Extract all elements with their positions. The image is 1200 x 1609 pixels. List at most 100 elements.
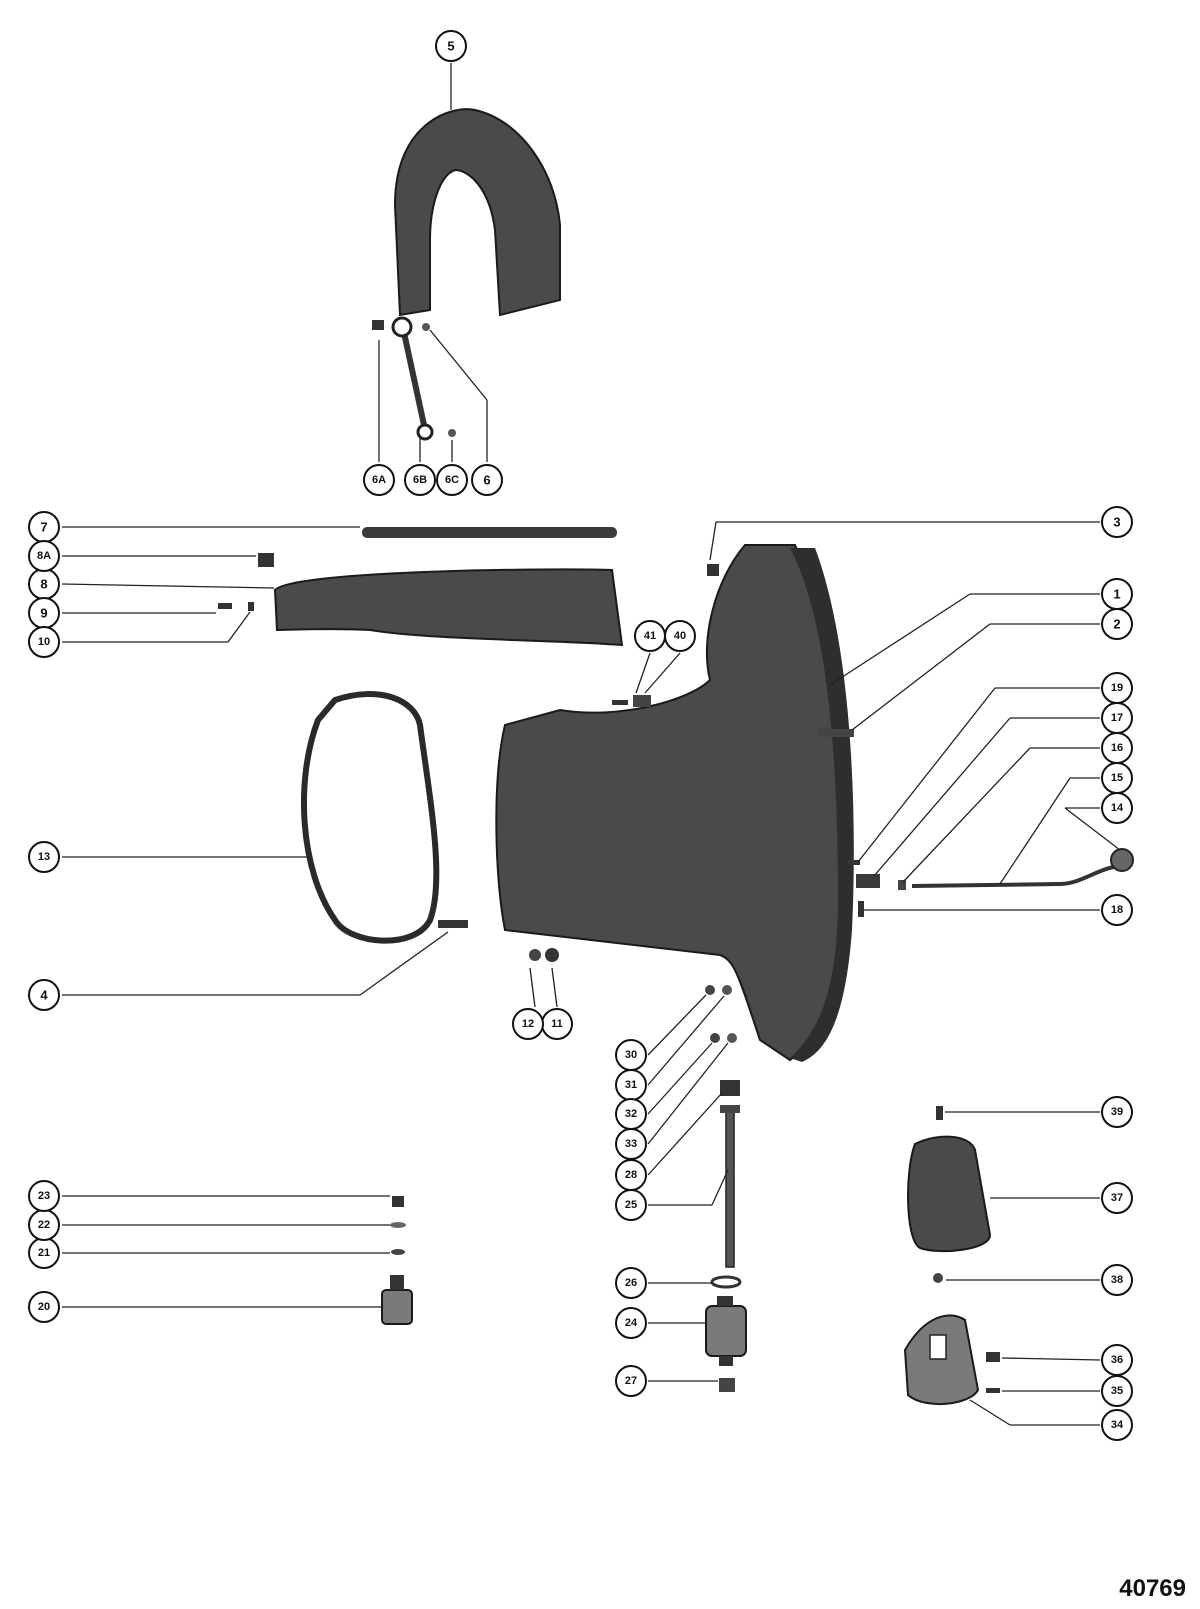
part-9-screw — [218, 603, 232, 609]
part-25-bolt — [725, 1111, 735, 1268]
callout-34: 34 — [1101, 1409, 1133, 1441]
callout-circle — [1101, 608, 1133, 640]
part-33-washer — [727, 1033, 737, 1043]
callout-circle — [28, 841, 60, 873]
leader-lines — [61, 63, 1121, 1426]
part-24-mount-stud-bottom — [719, 1356, 733, 1366]
part-22-washer — [390, 1222, 406, 1228]
callout-label: 1 — [1113, 587, 1120, 602]
part-6a-pin — [372, 320, 384, 330]
callout-label: 3 — [1113, 515, 1120, 530]
callout-circle — [1101, 1096, 1133, 1128]
callout-label: 18 — [1111, 904, 1123, 916]
part-stud-2 — [818, 729, 854, 737]
callout-label: 20 — [38, 1301, 50, 1313]
callout-label: 35 — [1111, 1385, 1123, 1397]
part-exhaust-tube-8 — [273, 568, 624, 647]
part-12-washer — [529, 949, 541, 961]
callout-30: 30 — [615, 1039, 647, 1071]
callout-5: 5 — [435, 30, 467, 62]
part-25-bolt-head — [720, 1105, 740, 1113]
callout-label: 11 — [551, 1018, 563, 1030]
part-exhaust-cover — [393, 108, 561, 317]
callout-label: 32 — [625, 1108, 637, 1120]
callout-label: 22 — [38, 1219, 50, 1231]
callout-8: 8 — [28, 568, 60, 600]
callout-circle — [615, 1267, 647, 1299]
part-20-mount-stud — [390, 1275, 404, 1290]
callout-label: 19 — [1111, 682, 1123, 694]
part-26-washer — [710, 1275, 742, 1289]
part-19-pin — [848, 860, 860, 865]
part-link-eye-bottom — [416, 423, 434, 441]
part-39-screw — [936, 1106, 943, 1120]
part-8a-nut — [258, 553, 274, 567]
callout-label: 6B — [413, 474, 427, 486]
callout-label: 21 — [38, 1247, 50, 1259]
callout-circle — [436, 464, 468, 496]
part-36-screw — [986, 1352, 1000, 1362]
part-gasket-13 — [300, 691, 440, 944]
callout-label: 15 — [1111, 772, 1123, 784]
callout-40: 40 — [664, 620, 696, 652]
part-24-mount-stud — [717, 1296, 733, 1306]
part-34-bracket — [903, 1314, 980, 1406]
callout-13: 13 — [28, 841, 60, 873]
callout-39: 39 — [1101, 1096, 1133, 1128]
callout-label: 10 — [38, 636, 50, 648]
part-link-eye-top — [391, 316, 413, 338]
drawing-number: 40769 — [1119, 1575, 1186, 1602]
callout-36: 36 — [1101, 1344, 1133, 1376]
part-housing-flange — [790, 548, 854, 1062]
callout-label: 8 — [40, 577, 47, 592]
callout-circle — [615, 1128, 647, 1160]
callout-circle — [512, 1008, 544, 1040]
callout-label: 2 — [1113, 617, 1120, 632]
callout-label: 28 — [625, 1169, 637, 1181]
callout-35: 35 — [1101, 1375, 1133, 1407]
callout-label: 33 — [625, 1138, 637, 1150]
callout-label: 38 — [1111, 1274, 1123, 1286]
callout-circle — [1101, 1182, 1133, 1214]
callout-41: 41 — [634, 620, 666, 652]
callout-14: 14 — [1101, 792, 1133, 824]
callout-circle — [471, 464, 503, 496]
callout-label: 36 — [1111, 1354, 1123, 1366]
callout-label: 30 — [625, 1049, 637, 1061]
callout-circle — [1101, 672, 1133, 704]
callout-label: 31 — [625, 1079, 637, 1091]
callout-circle — [1101, 1344, 1133, 1376]
callout-15: 15 — [1101, 762, 1133, 794]
callout-6: 6 — [471, 464, 503, 496]
callout-38: 38 — [1101, 1264, 1133, 1296]
callout-6b: 6B — [404, 464, 436, 496]
callout-label: 27 — [625, 1375, 637, 1387]
callout-label: 24 — [625, 1317, 638, 1329]
callout-circle — [615, 1307, 647, 1339]
callout-4: 4 — [28, 979, 60, 1011]
callout-label: 9 — [40, 606, 47, 621]
part-37-cover — [907, 1135, 992, 1253]
callout-17: 17 — [1101, 702, 1133, 734]
callout-label: 4 — [40, 988, 48, 1003]
part-plug-3 — [707, 564, 719, 576]
callout-16: 16 — [1101, 732, 1133, 764]
callout-circle — [28, 979, 60, 1011]
callout-33: 33 — [615, 1128, 647, 1160]
part-rod-7 — [362, 527, 617, 538]
callout-26: 26 — [615, 1267, 647, 1299]
callout-label: 34 — [1111, 1419, 1124, 1431]
callout-circle — [1101, 894, 1133, 926]
callout-circle — [28, 540, 60, 572]
callout-37: 37 — [1101, 1182, 1133, 1214]
callout-label: 12 — [522, 1018, 534, 1030]
part-20-mount — [381, 1289, 413, 1325]
callout-label: 6 — [483, 473, 490, 488]
callout-12: 12 — [512, 1008, 544, 1040]
callout-2: 2 — [1101, 608, 1133, 640]
callout-label: 26 — [625, 1277, 637, 1289]
part-16-bushing — [898, 880, 906, 890]
callout-10: 10 — [28, 626, 60, 658]
callout-circle — [363, 464, 395, 496]
callout-label: 23 — [38, 1190, 50, 1202]
